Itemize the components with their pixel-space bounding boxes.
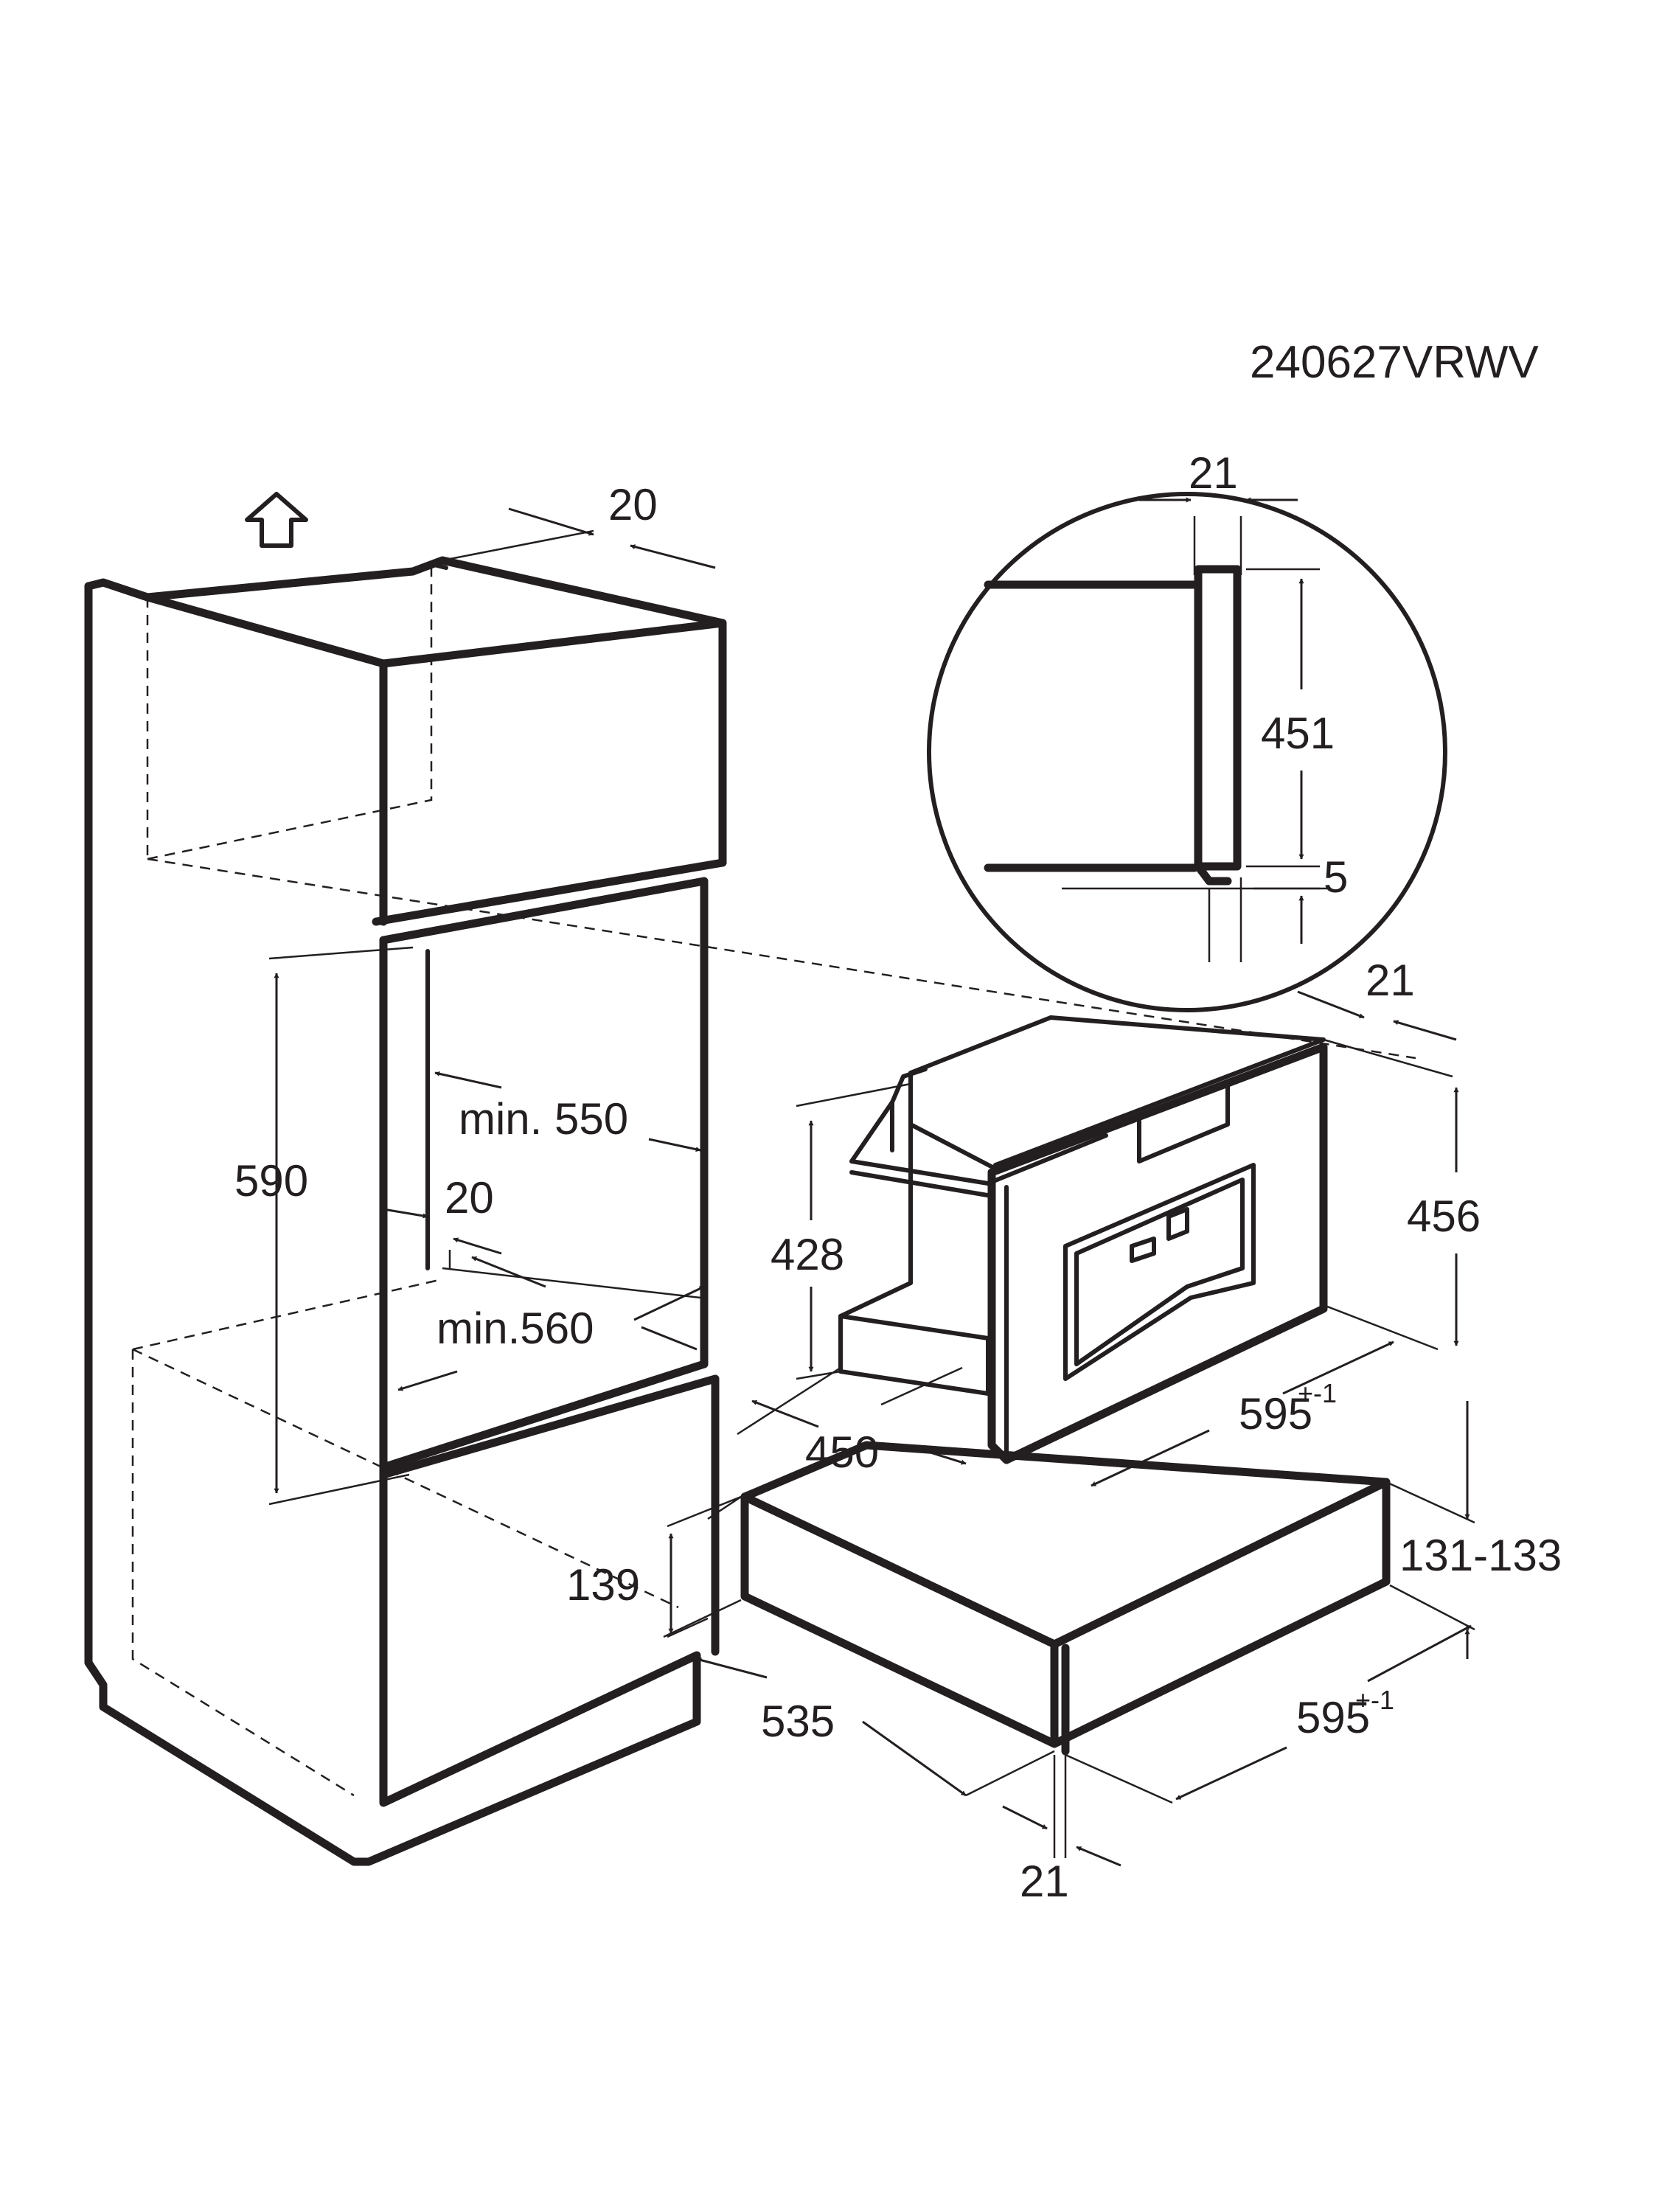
top-box-bottom <box>372 858 727 926</box>
dim-drawer-front-thickness: 21 <box>1020 1857 1069 1906</box>
niche-floor-line <box>442 1267 701 1299</box>
machine-front-panel <box>987 1043 1328 1464</box>
dim-machine-front-thickness: 21 <box>1366 956 1415 1005</box>
dim-niche-height: 590 <box>234 1156 308 1206</box>
machine-spout <box>1130 1237 1156 1263</box>
top-trim <box>411 562 448 574</box>
dim-machine-front-height: 456 <box>1407 1192 1481 1241</box>
detail-ext-lines-bottom <box>1208 877 1242 962</box>
dim-drawer-width-tolerance: +-1 <box>1355 1685 1394 1715</box>
detail-circle <box>927 492 1447 1012</box>
machine-display <box>1137 1082 1230 1164</box>
machine-base-top <box>838 1314 990 1340</box>
dim-drawer-height: 131-133 <box>1399 1531 1562 1580</box>
dim-niche-back-gap: 20 <box>445 1173 494 1222</box>
up-arrow-icon <box>245 492 308 548</box>
cabinet-side-outline <box>84 582 701 1866</box>
dim-detail-gap: 5 <box>1324 852 1348 902</box>
dim-machine-width: 595 <box>1239 1389 1312 1439</box>
hidden-edge <box>131 1349 355 1797</box>
niche-frame-top <box>379 877 709 1368</box>
machine-body-edge <box>908 1122 998 1171</box>
lower-niche-top <box>379 1374 720 1656</box>
machine-dispenser-inner <box>1074 1178 1245 1366</box>
machine-tray-edge <box>849 1170 994 1198</box>
machine-ext <box>1323 1038 1453 1078</box>
hidden-edge <box>132 1348 679 1609</box>
hidden-edge <box>132 1278 443 1351</box>
machine-dispenser-outline <box>1063 1163 1256 1381</box>
detail-panel-foot <box>1194 862 1232 886</box>
dim-drawer-niche-height: 139 <box>566 1560 640 1610</box>
drawer-ext <box>1389 1584 1475 1631</box>
tall-cabinet <box>84 556 1416 1866</box>
drawing-code: 240627VRWV <box>1250 337 1539 388</box>
dim-machine-width-tolerance: +-1 <box>1298 1378 1337 1408</box>
drawer-front <box>1050 1478 1391 1748</box>
dim-machine-depth: 450 <box>805 1427 879 1477</box>
dim-detail-height: 451 <box>1261 709 1335 758</box>
drawer-ext <box>707 1366 841 1520</box>
hidden-edge <box>147 564 433 860</box>
drawer-side <box>740 1492 1059 1748</box>
detail-ext-lines-top <box>1193 516 1242 575</box>
hidden-edge <box>147 858 1416 1060</box>
drawer-ext <box>663 1599 742 1638</box>
warming-drawer <box>663 1366 1475 1858</box>
drawer-ext <box>1065 1753 1173 1804</box>
coffee-machine <box>838 1015 1453 1464</box>
drawer-ext <box>1053 1755 1067 1858</box>
machine-tray-top <box>849 1100 894 1164</box>
machine-ext <box>1322 1047 1439 1351</box>
detail-circle-outline <box>927 492 1447 1012</box>
drawer-ext <box>965 1750 1055 1797</box>
detail-front-panel <box>1194 565 1242 871</box>
machine-handle <box>890 1067 928 1105</box>
dim-niche-top-depth: 20 <box>608 480 658 529</box>
dim-drawer-depth: 535 <box>761 1697 835 1746</box>
machine-base <box>838 1281 990 1396</box>
dim-niche-min-depth: min.560 <box>437 1304 594 1353</box>
niche-frame-bottom <box>379 1360 709 1472</box>
machine-top <box>908 1015 1326 1167</box>
drawer-ext <box>1385 1481 1475 1524</box>
machine-spout <box>1166 1207 1189 1241</box>
dim-drawer-width: 595 <box>1296 1693 1370 1742</box>
dim-niche-min-width: min. 550 <box>459 1094 628 1144</box>
dimension-lines <box>268 497 1472 1867</box>
dim-machine-height: 428 <box>771 1230 844 1279</box>
dim-detail-thickness: 21 <box>1189 448 1238 498</box>
